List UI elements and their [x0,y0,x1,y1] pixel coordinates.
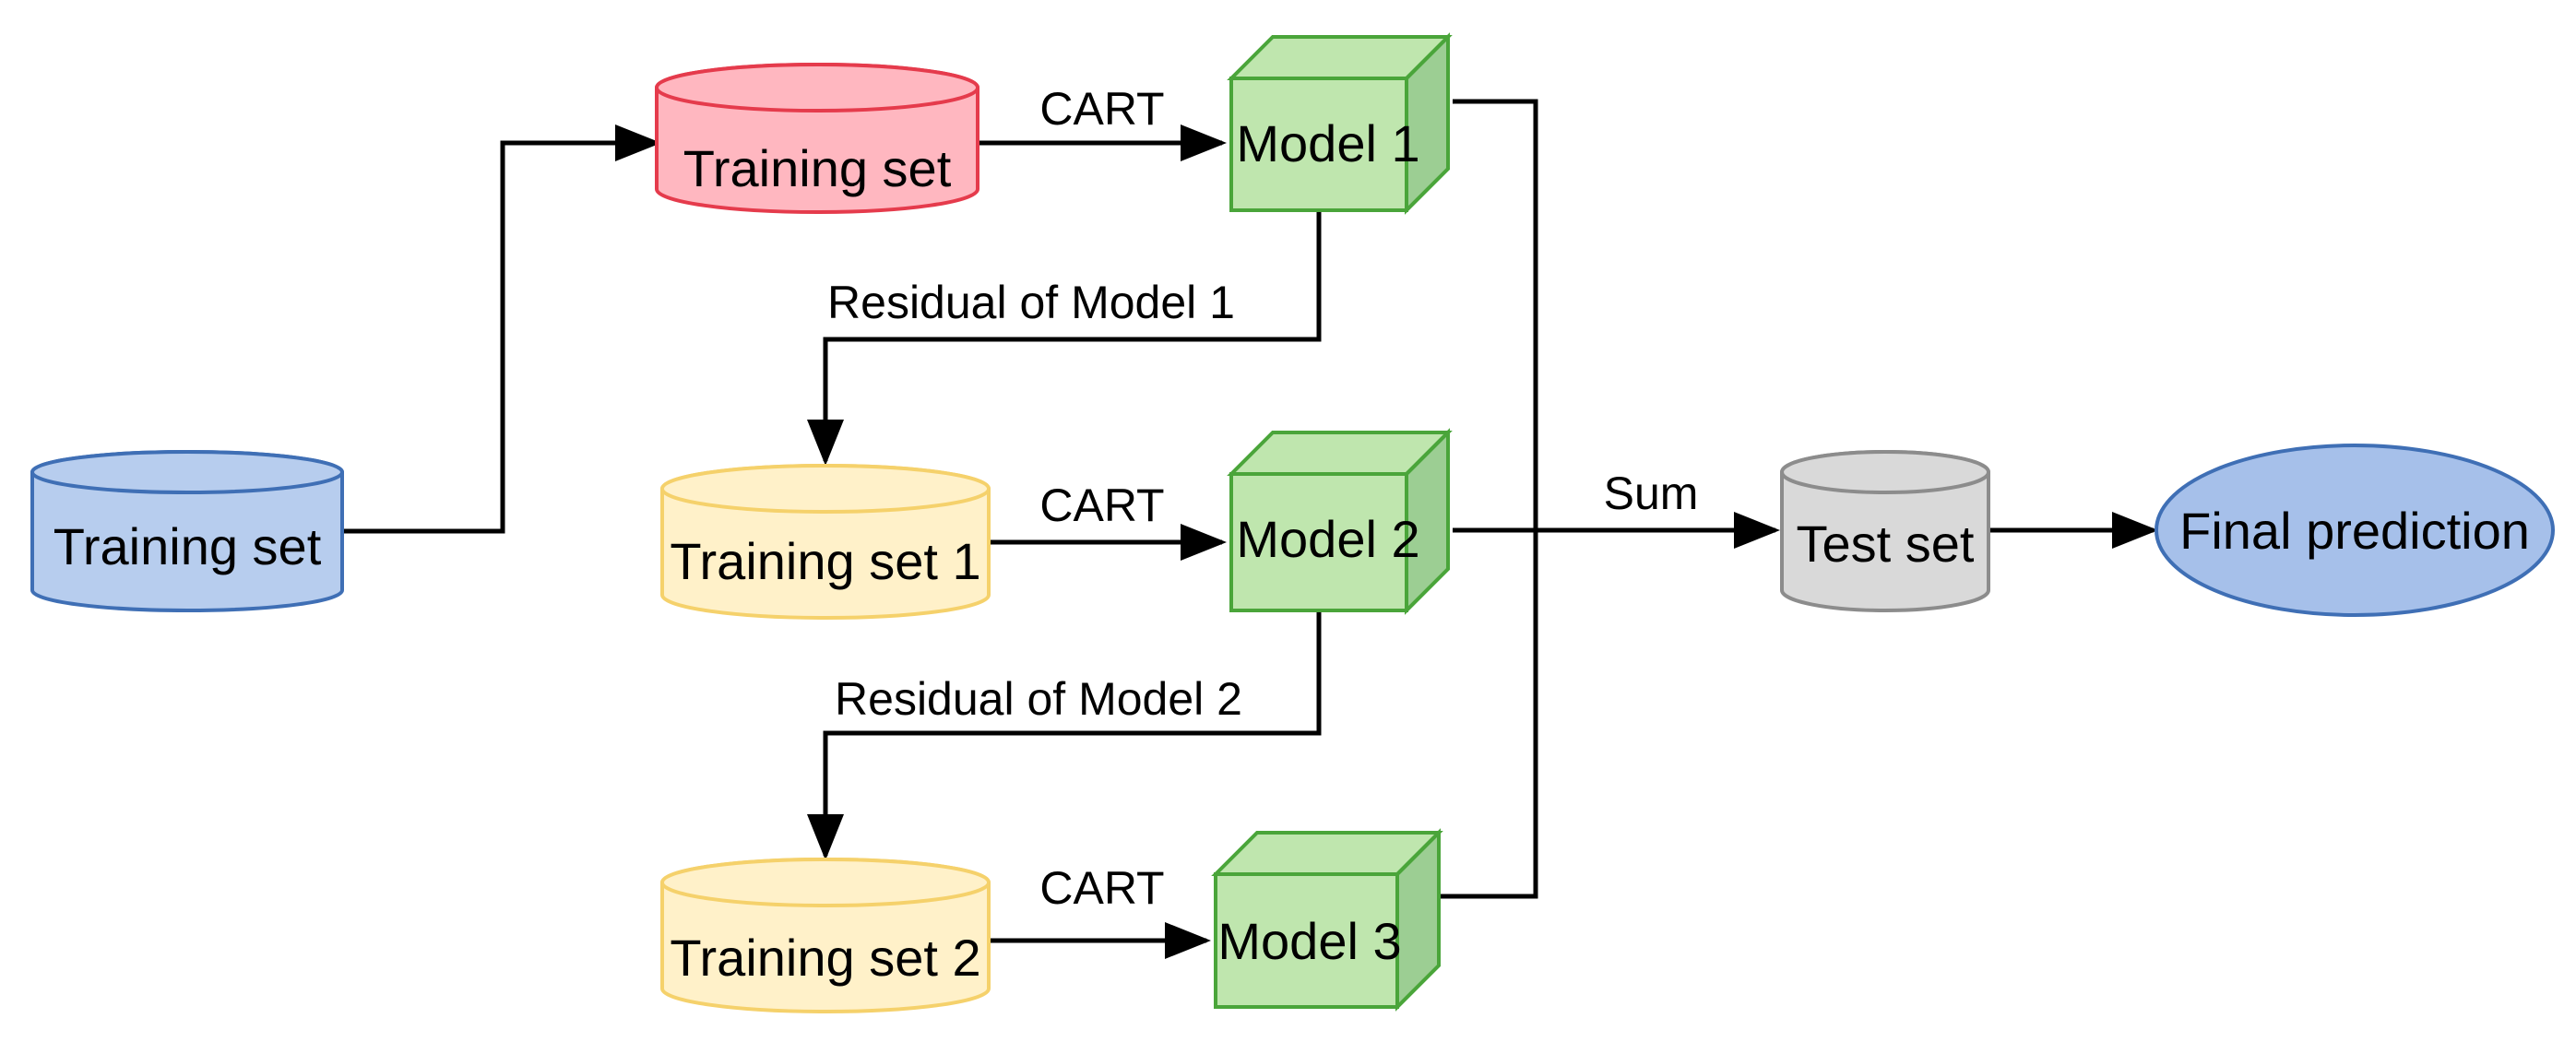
edge-labels: CART Residual of Model 1 CART Sum Residu… [827,83,1698,914]
cylinder-top [660,464,991,514]
node-model-3: Model 3 [1211,828,1443,1012]
node-label: Training set [53,517,322,575]
node-label: Training set 1 [670,532,980,590]
edge-model-1-to-sum [1441,99,1538,899]
cube-front [1229,472,1408,612]
node-test-set: Test set [1780,450,1990,612]
edge-label-cart-3: CART [1039,862,1164,914]
edge-model-1-residual [807,211,1322,466]
node-label: Final prediction [2179,502,2530,560]
node-training-set-main: Training set [30,450,344,612]
node-label: Model 1 [1236,114,1419,172]
node-label: Model 2 [1236,510,1419,568]
cylinder-top [660,858,991,907]
connectors [343,99,2158,959]
node-label: Training set 2 [670,929,980,987]
ellipse-shape [2155,444,2555,617]
node-label: Test set [1797,515,1975,573]
node-training-set-1: Training set 1 [660,464,991,620]
node-training-set-top: Training set [655,63,979,214]
edge-label-residual-1: Residual of Model 1 [827,277,1235,328]
cube-front [1229,77,1408,212]
node-label: Training set [683,139,952,197]
edge-label-sum: Sum [1604,468,1699,519]
cube-front [1214,872,1399,1009]
cylinder-top [1780,450,1990,494]
cylinder-top [655,63,979,112]
node-label: Model 3 [1217,912,1401,970]
edge-model-2-residual [807,610,1322,860]
node-training-set-2: Training set 2 [660,858,991,1013]
cylinder-top [30,450,344,494]
edge-label-cart-2: CART [1039,480,1164,531]
edge-label-cart-1: CART [1039,83,1164,135]
node-model-2: Model 2 [1227,428,1453,615]
edge-main-to-training-set [343,124,661,534]
edge-label-residual-2: Residual of Model 2 [835,673,1242,725]
node-final-prediction: Final prediction [2155,444,2555,617]
node-model-1: Model 1 [1227,32,1453,215]
